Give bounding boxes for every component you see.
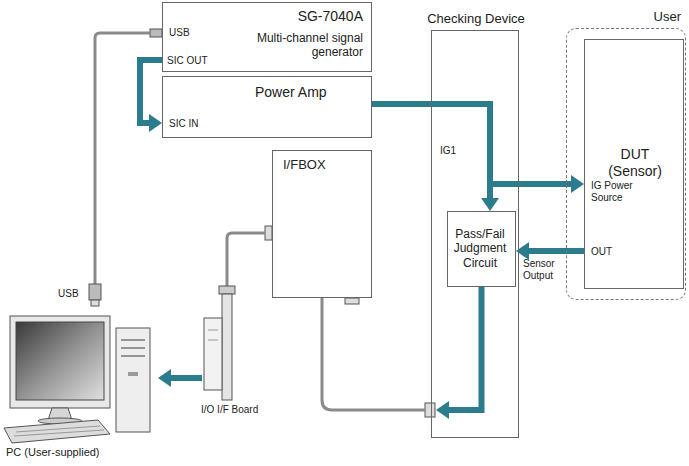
port-name: USB: [58, 288, 79, 300]
box-title: DUT (Sensor): [600, 146, 670, 180]
connector-line: [527, 248, 584, 254]
data-arrow: [158, 369, 202, 387]
connector-line: [372, 104, 573, 184]
box-title: User: [654, 9, 681, 25]
box-text: SIC IN: [169, 118, 198, 130]
box-title: Checking Device: [407, 11, 545, 27]
box-title: Power Amp: [255, 84, 327, 101]
box-connector: [425, 403, 435, 417]
connector-line: [447, 287, 482, 410]
board-cable: [227, 226, 272, 286]
signal-connector: [516, 242, 584, 260]
box-text: SIC OUT: [167, 55, 208, 67]
signal-name: Sensor Output: [523, 258, 563, 282]
power-amp-box: Power AmpSIC IN: [162, 76, 372, 138]
box-title: I/FBOX: [283, 157, 326, 173]
arrow-head: [149, 114, 162, 132]
part-name: PC (User-supplied): [6, 446, 100, 459]
connector-line: [140, 60, 162, 123]
signal-connector: [322, 287, 482, 419]
arrow-head: [516, 242, 529, 260]
arrow-head: [571, 175, 584, 193]
dut-sensor-box: DUT (Sensor)IG Power SourceOUT: [584, 39, 684, 289]
arrow-head: [436, 401, 449, 419]
box-text: IG1: [440, 145, 456, 157]
user-region: UserDUT (Sensor)IG Power SourceOUT: [566, 28, 686, 300]
box-text: USB: [169, 27, 190, 39]
checking-device-box: Checking DeviceIG1Pass/Fail Judgment Cir…: [431, 30, 519, 438]
usb-cable: [89, 29, 162, 306]
box-title: Pass/Fail Judgment Circuit: [448, 227, 512, 270]
signal-connector: [372, 104, 584, 193]
interface-box: I/FBOX: [272, 150, 372, 298]
box-text: Multi-channel signal generator: [251, 31, 363, 60]
signal-connector: [372, 104, 499, 211]
part-name: I/O I/F Board: [201, 404, 259, 416]
cable-line: [322, 298, 425, 410]
pc-illustration: [4, 316, 150, 443]
signal-connector: [140, 60, 162, 132]
judgment-circuit-box: Pass/Fail Judgment Circuit: [447, 211, 516, 287]
io-board-card: [204, 286, 235, 400]
signal-generator-box: SG-7040A Multi-channel signal generator US…: [162, 2, 372, 72]
box-text: OUT: [591, 246, 612, 258]
arrow-head: [481, 198, 499, 211]
box-connector: [345, 298, 359, 304]
box-title: SG-7040A: [298, 8, 363, 25]
box-text: IG Power Source: [591, 180, 653, 204]
